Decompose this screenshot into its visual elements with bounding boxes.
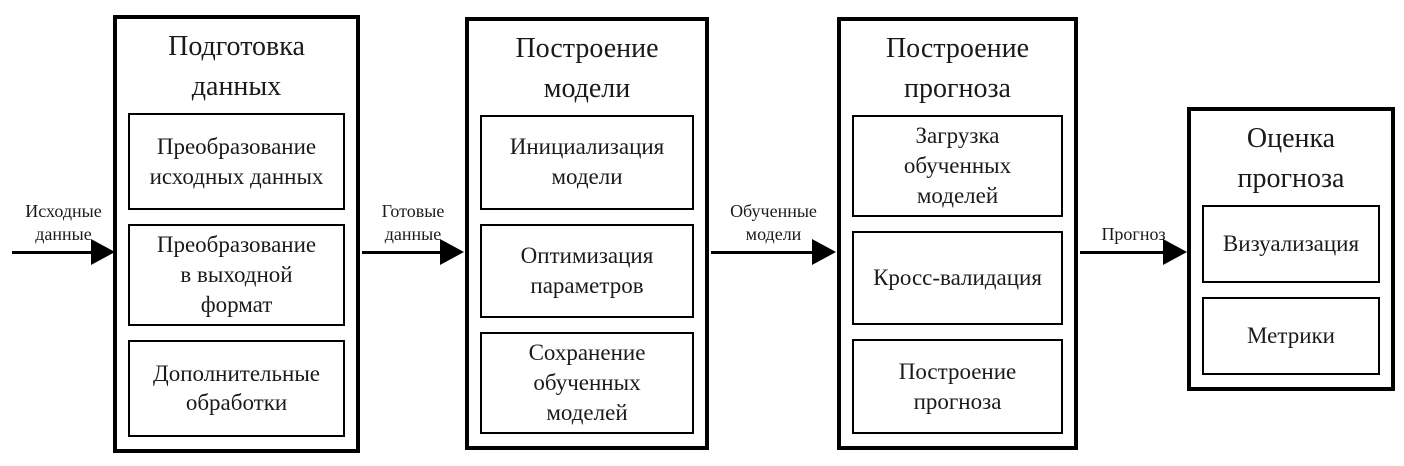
stage-items: Инициализация модели Оптимизация парамет… (480, 115, 694, 435)
step-box: Дополнительные обработки (128, 339, 345, 438)
stage-title: Построение модели (515, 33, 659, 105)
stage-items: Загрузка обученных моделей Кросс-валидац… (852, 115, 1063, 435)
flow-label: Прогноз (1101, 223, 1166, 244)
arrow-head-icon (91, 239, 115, 265)
step-box: Метрики (1202, 297, 1380, 375)
step-box: Загрузка обученных моделей (852, 115, 1063, 217)
stage-data-preparation: Подготовка данных Преобразование исходны… (113, 15, 360, 453)
stage-model-building: Построение модели Инициализация модели О… (465, 17, 709, 450)
arrow-head-icon (440, 239, 464, 265)
step-box: Преобразование в выходной формат (128, 224, 345, 326)
step-box: Построение прогноза (852, 339, 1063, 435)
step-box: Инициализация модели (480, 115, 694, 210)
flow-forecast: Прогноз (1080, 224, 1187, 265)
step-box: Преобразование исходных данных (128, 113, 345, 211)
arrow-head-icon (1163, 239, 1187, 265)
stage-title: Построение прогноза (885, 33, 1030, 105)
stage-items: Преобразование исходных данных Преобразо… (128, 113, 345, 438)
flow-label: Исходные данные (25, 201, 102, 244)
stage-forecast-evaluation: Оценка прогноза Визуализация Метрики (1187, 107, 1395, 391)
step-box: Сохранение обученных моделей (480, 332, 694, 435)
flow-trained-models: Обученные модели (711, 201, 836, 265)
arrow-line (12, 250, 91, 254)
arrow-line (1080, 250, 1163, 254)
stage-title: Оценка прогноза (1237, 123, 1345, 195)
arrow-line (362, 250, 440, 254)
flow-input-data: Исходные данные (12, 201, 115, 265)
arrow-head-icon (812, 239, 836, 265)
flow-label: Готовые данные (381, 201, 445, 244)
stage-forecast-building: Построение прогноза Загрузка обученных м… (837, 17, 1078, 450)
flow-ready-data: Готовые данные (362, 201, 464, 265)
step-box: Кросс-валидация (852, 230, 1063, 326)
arrow-line (711, 250, 812, 254)
stage-items: Визуализация Метрики (1202, 205, 1380, 375)
flow-label: Обученные модели (730, 201, 817, 244)
step-box: Оптимизация параметров (480, 223, 694, 319)
step-box: Визуализация (1202, 205, 1380, 284)
stage-title: Подготовка данных (168, 31, 305, 103)
